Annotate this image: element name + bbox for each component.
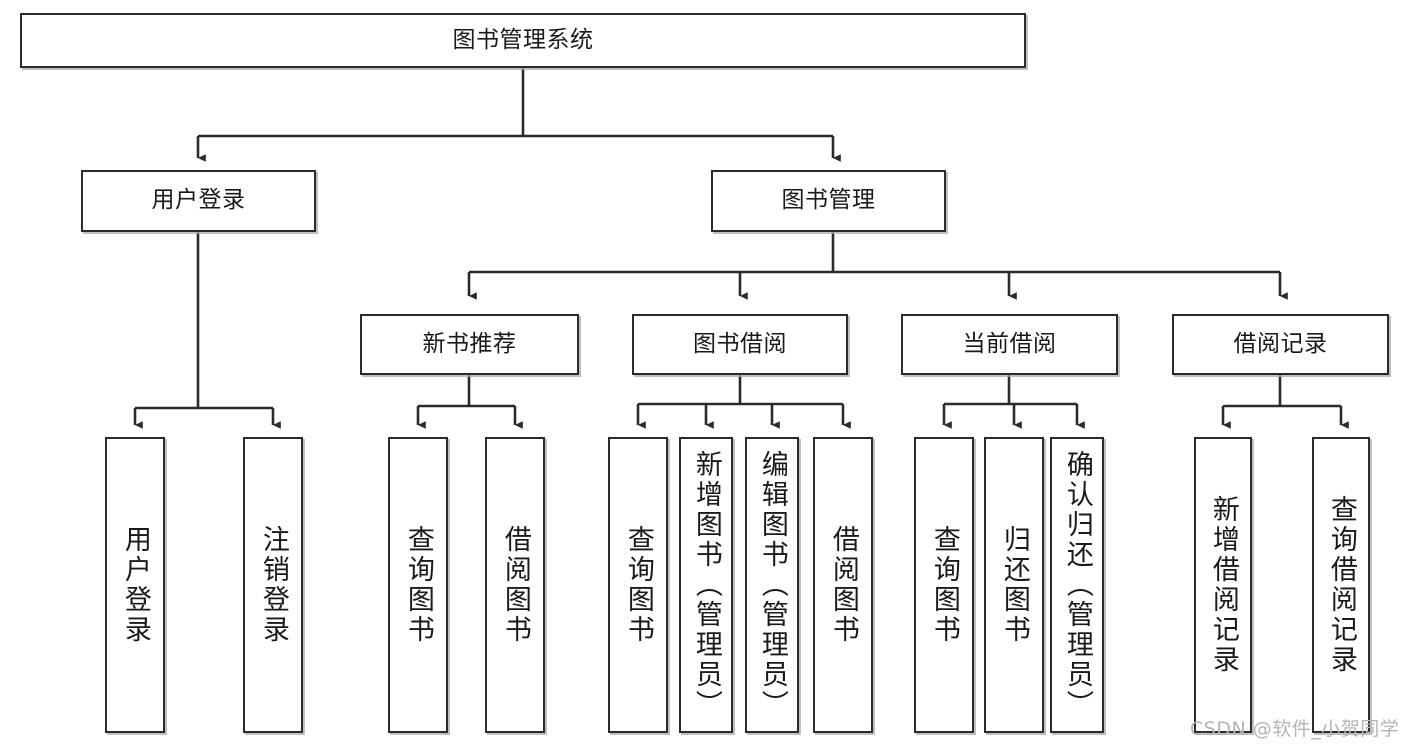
node-book-management-label: 图书管理 (781, 187, 876, 214)
leaf-query-borrow-record[interactable]: 查询借阅记录 (1312, 437, 1370, 733)
node-root-label: 图书管理系统 (452, 26, 594, 53)
leaf-return-book-label: 归还图书 (998, 525, 1030, 645)
node-book-borrow-label: 图书借阅 (693, 330, 787, 357)
node-book-borrow[interactable]: 图书借阅 (632, 314, 848, 375)
leaf-logout[interactable]: 注销登录 (243, 437, 303, 733)
node-user-login-label: 用户登录 (151, 187, 246, 214)
leaf-add-book-admin[interactable]: 新增图书（管理员） (679, 437, 733, 733)
leaf-user-login-label: 用户登录 (119, 525, 151, 645)
node-user-login[interactable]: 用户登录 (81, 170, 316, 232)
node-borrow-record-label: 借阅记录 (1233, 330, 1328, 357)
leaf-edit-book-admin[interactable]: 编辑图书（管理员） (745, 437, 799, 733)
leaf-borrow-book-recommend-label: 借阅图书 (499, 525, 531, 645)
node-current-borrow-label: 当前借阅 (962, 330, 1057, 357)
leaf-user-login[interactable]: 用户登录 (105, 437, 165, 733)
leaf-add-borrow-record[interactable]: 新增借阅记录 (1194, 437, 1252, 733)
leaf-query-book-borrow[interactable]: 查询图书 (608, 437, 668, 733)
leaf-query-borrow-record-label: 查询借阅记录 (1325, 495, 1357, 675)
leaf-query-book-borrow-label: 查询图书 (622, 525, 654, 645)
leaf-confirm-return-admin-label: 确认归还（管理员） (1061, 450, 1093, 720)
node-new-book-recommend-label: 新书推荐 (422, 330, 517, 357)
leaf-query-book-recommend-label: 查询图书 (402, 525, 434, 645)
leaf-return-book[interactable]: 归还图书 (984, 437, 1044, 733)
leaf-add-borrow-record-label: 新增借阅记录 (1207, 495, 1239, 675)
leaf-borrow-book-recommend[interactable]: 借阅图书 (485, 437, 545, 733)
node-book-management[interactable]: 图书管理 (711, 170, 946, 232)
leaf-query-book-current-label: 查询图书 (928, 525, 960, 645)
leaf-query-book-current[interactable]: 查询图书 (914, 437, 974, 733)
node-root[interactable]: 图书管理系统 (20, 13, 1026, 68)
csdn-watermark: CSDN @软件_小贺同学 (1190, 718, 1400, 740)
leaf-borrow-book-label: 借阅图书 (827, 525, 859, 645)
leaf-borrow-book[interactable]: 借阅图书 (813, 437, 873, 733)
leaf-logout-label: 注销登录 (257, 525, 289, 645)
leaf-add-book-admin-label: 新增图书（管理员） (690, 450, 722, 720)
leaf-query-book-recommend[interactable]: 查询图书 (388, 437, 448, 733)
node-new-book-recommend[interactable]: 新书推荐 (360, 314, 579, 375)
node-current-borrow[interactable]: 当前借阅 (901, 314, 1118, 375)
leaf-confirm-return-admin[interactable]: 确认归还（管理员） (1050, 437, 1104, 733)
leaf-edit-book-admin-label: 编辑图书（管理员） (756, 450, 788, 720)
node-borrow-record[interactable]: 借阅记录 (1172, 314, 1389, 375)
